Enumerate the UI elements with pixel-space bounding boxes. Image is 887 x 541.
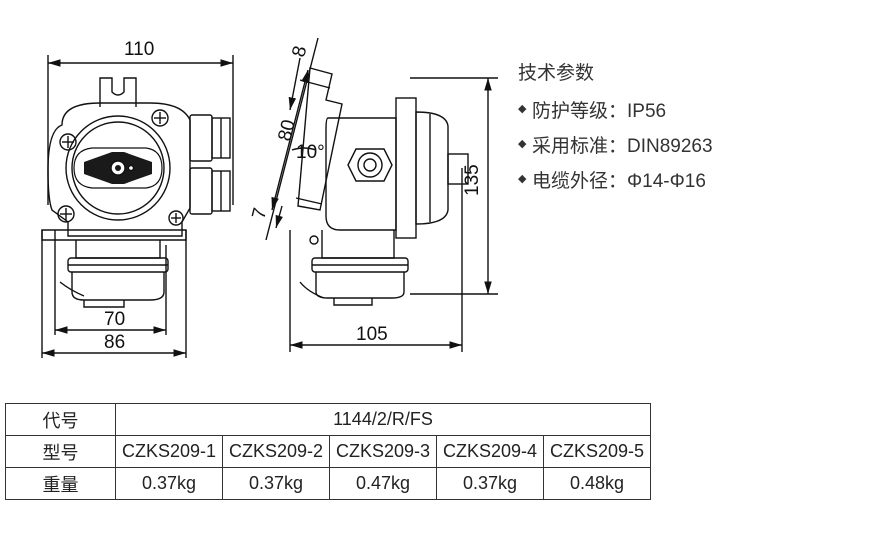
- dim-side-height-80: 80: [274, 118, 299, 144]
- dim-front-base: 86: [104, 332, 125, 353]
- spec-title: 技术参数: [518, 63, 595, 84]
- table-cell: CZKS209-1: [115, 435, 223, 468]
- table-cell: CZKS209-4: [436, 435, 544, 468]
- table-cell: 0.37kg: [436, 467, 544, 500]
- spec-item: ◆ 电缆外径：Φ14-Φ16: [518, 164, 713, 199]
- table-cell: CZKS209-2: [222, 435, 330, 468]
- dim-front-width: 110: [124, 39, 154, 60]
- table-cell: CZKS209-3: [329, 435, 437, 468]
- diamond-bullet-icon: ◆: [518, 138, 527, 151]
- table-cell: 0.48kg: [543, 467, 651, 500]
- table-row: 代号 1144/2/R/FS: [5, 403, 651, 436]
- table-cell: 1144/2/R/FS: [115, 403, 651, 436]
- front-view: [41, 55, 234, 358]
- dim-front-inner: 70: [104, 309, 125, 330]
- table-cell: 0.47kg: [329, 467, 437, 500]
- row-header: 重量: [5, 467, 116, 500]
- table-cell: CZKS209-5: [543, 435, 651, 468]
- spec-item-text: 采用标准：DIN89263: [532, 136, 713, 157]
- dim-side-angle: 10°: [296, 142, 325, 163]
- model-table: 代号 1144/2/R/FS 型号 CZKS209-1 CZKS209-2 CZ…: [5, 403, 651, 500]
- table-cell: 0.37kg: [115, 467, 223, 500]
- table-row: 型号 CZKS209-1 CZKS209-2 CZKS209-3 CZKS209…: [5, 435, 651, 468]
- table-row: 重量 0.37kg 0.37kg 0.47kg 0.37kg 0.48kg: [5, 467, 651, 500]
- diamond-bullet-icon: ◆: [518, 103, 527, 116]
- dim-side-height-135: 135: [462, 164, 483, 196]
- dim-side-offset-bottom: 7: [248, 206, 271, 221]
- row-header: 型号: [5, 435, 116, 468]
- diamond-bullet-icon: ◆: [518, 173, 527, 186]
- spec-item: ◆ 采用标准：DIN89263: [518, 129, 713, 164]
- spec-item-text: 电缆外径：Φ14-Φ16: [532, 171, 706, 192]
- row-header: 代号: [5, 403, 116, 436]
- dim-side-offset-top: 8: [288, 44, 311, 59]
- table-cell: 0.37kg: [222, 467, 330, 500]
- dimension-labels: 110 70 86 105 135 80 8 7 10°: [104, 39, 483, 353]
- spec-item-text: 防护等级：IP56: [532, 101, 667, 122]
- spec-item: ◆ 防护等级：IP56: [518, 94, 713, 129]
- spec-list: 技术参数 ◆ 防护等级：IP56 ◆ 采用标准：DIN89263 ◆ 电缆外径：Φ14…: [518, 58, 713, 199]
- side-view: [265, 37, 498, 352]
- dim-side-width: 105: [356, 324, 388, 345]
